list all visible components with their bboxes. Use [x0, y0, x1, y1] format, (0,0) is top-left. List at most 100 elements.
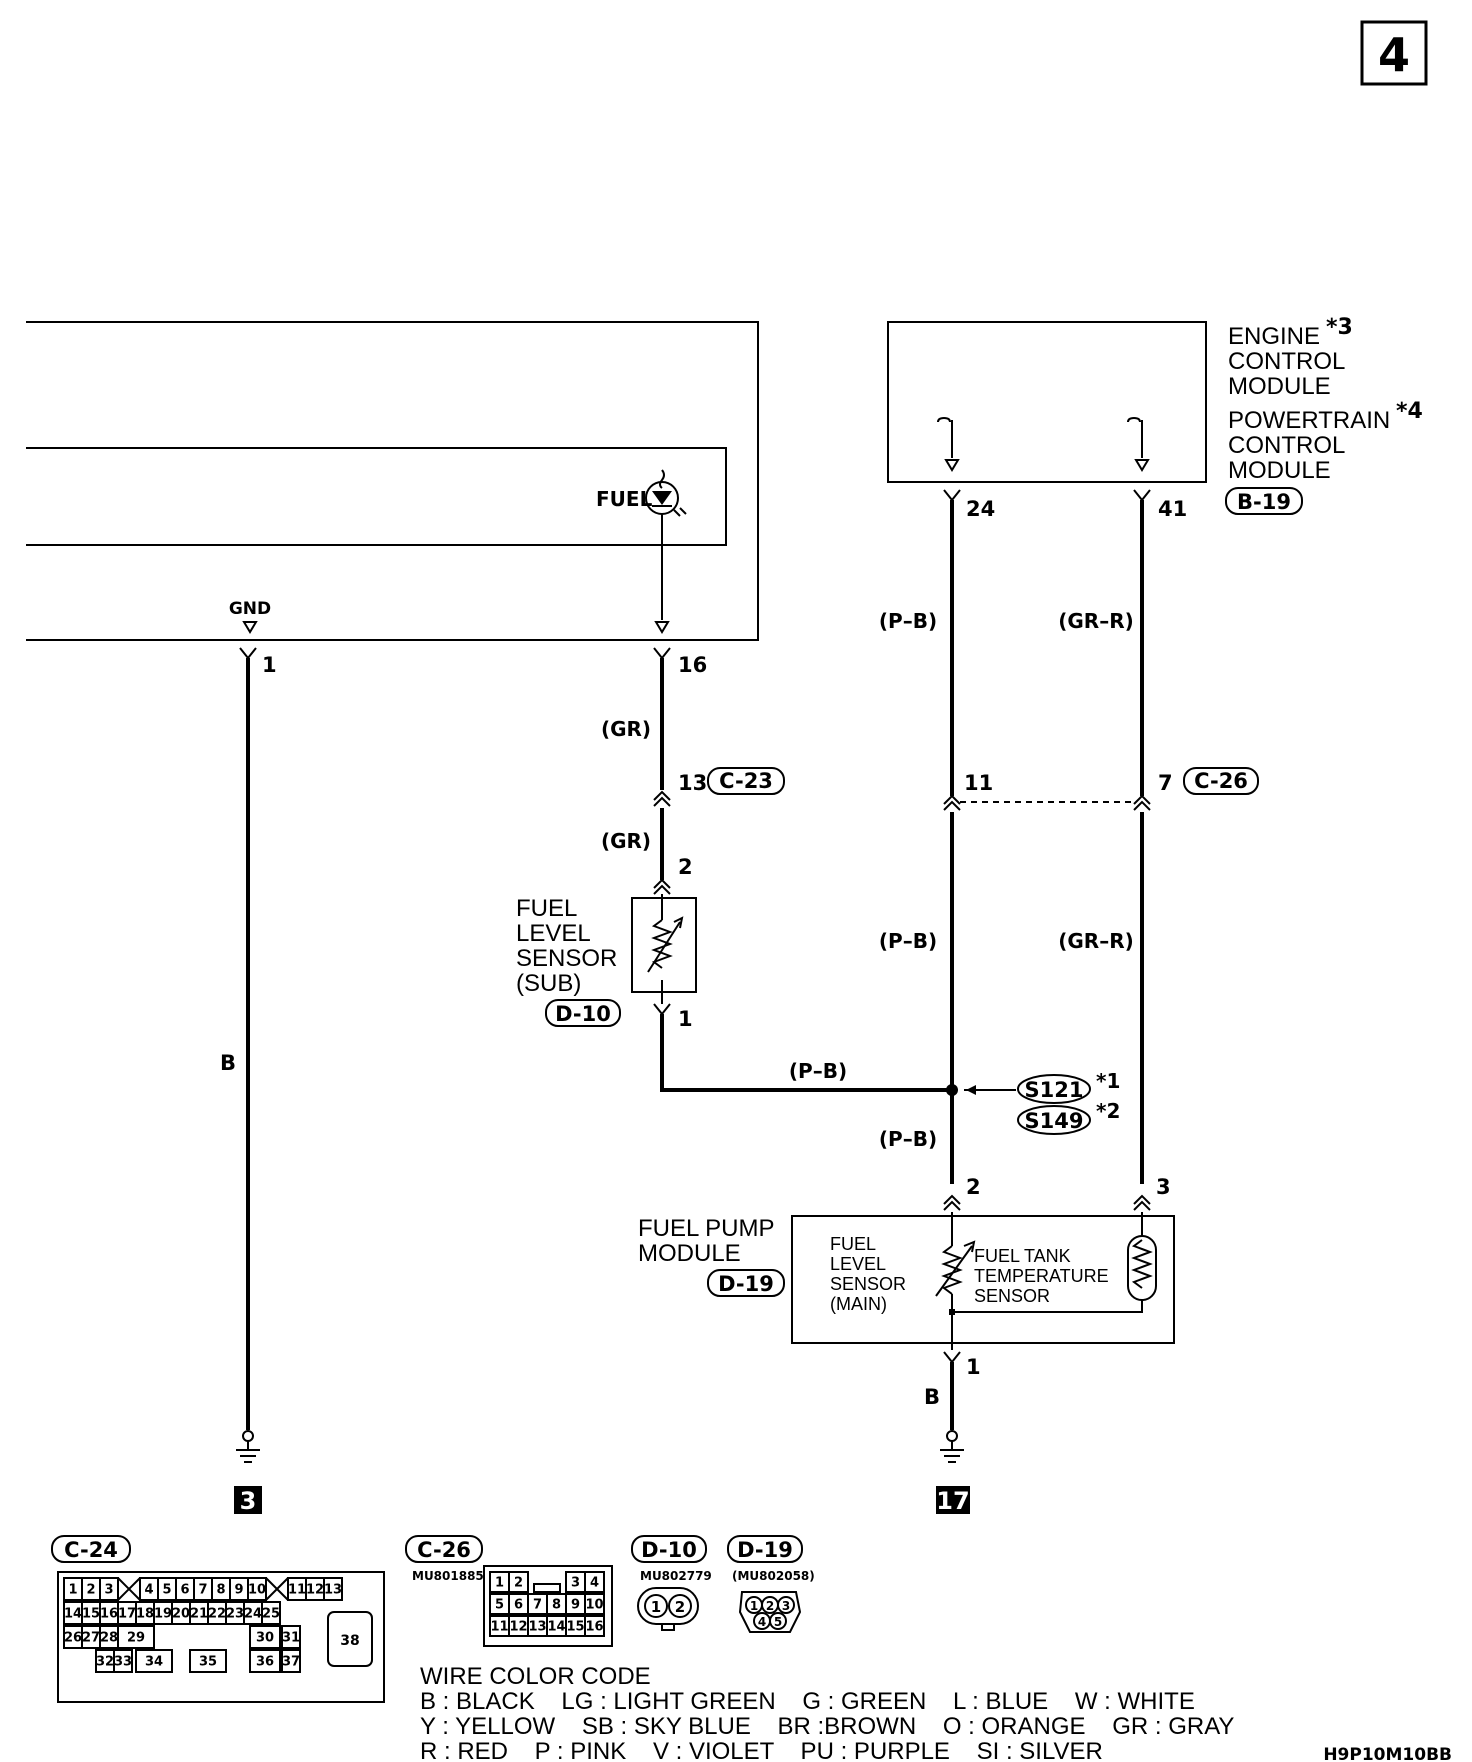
ground-point-left: 3: [240, 1487, 257, 1515]
connector-view-d10: D-10 MU802779 1 2: [631, 1535, 712, 1631]
pin-number: 5: [162, 1583, 171, 1598]
wire-color-b-left: B: [220, 1051, 236, 1075]
pin-number: 1: [68, 1583, 77, 1598]
pin-cell: [584, 1571, 605, 1593]
c26-pin-11: 11: [964, 771, 993, 795]
svg-text:MODULE: MODULE: [1228, 457, 1331, 484]
pb-wire-sub-to-splice: (P–B): [660, 1014, 952, 1092]
pin-number: 2: [86, 1583, 95, 1598]
c23-connector-tag: C-23: [707, 767, 785, 795]
wire-color-grr-1: (GR–R): [1058, 609, 1134, 633]
wire-color-pb-1: (P–B): [879, 609, 937, 633]
page-number-box: 4: [1360, 20, 1428, 86]
b19-connector-tag: B-19: [1225, 487, 1303, 515]
pin-gnd: 1: [262, 653, 277, 677]
svg-text:(SUB): (SUB): [516, 970, 581, 997]
pin-number: 29: [127, 1631, 145, 1646]
ground-symbol-left: [236, 1430, 260, 1463]
svg-text:D-10: D-10: [555, 1002, 611, 1026]
c23-pin: 13: [678, 771, 707, 795]
svg-text:FUEL: FUEL: [830, 1234, 876, 1254]
svg-text:C-26: C-26: [417, 1538, 471, 1562]
svg-text:ENGINE: ENGINE: [1228, 323, 1320, 350]
svg-text:CONTROL: CONTROL: [1228, 432, 1345, 459]
wire-color-pb-2: (P–B): [879, 929, 937, 953]
svg-text:LEVEL: LEVEL: [516, 920, 591, 947]
pin-number: 10: [585, 1598, 603, 1613]
document-code: H9P10M10BB: [1323, 1745, 1452, 1762]
fuel-signal-wire: 16 (GR) 13 C-23 (GR) 2: [601, 647, 785, 895]
pin-number: 32: [96, 1655, 114, 1670]
pin-number: 11: [490, 1620, 508, 1635]
legend-line-1: B : BLACK LG : LIGHT GREEN G : GREEN L :…: [420, 1688, 1195, 1715]
pin-cell: [281, 1625, 301, 1649]
svg-text:MU801885: MU801885: [412, 1569, 484, 1583]
pin-number: 12: [306, 1583, 324, 1598]
pb-wire-ecm: 24 (P–B) 11 (P–B) (P–B): [879, 489, 995, 1184]
pin-number: 11: [288, 1583, 306, 1598]
pin-number: 8: [552, 1598, 561, 1613]
pin-number: 33: [114, 1655, 132, 1670]
wire-color-grr-2: (GR–R): [1058, 929, 1134, 953]
svg-text:C-26: C-26: [1194, 769, 1248, 793]
svg-text:SENSOR: SENSOR: [974, 1286, 1050, 1306]
wire-color-gr-1: (GR): [601, 717, 651, 741]
legend-line-3: R : RED P : PINK V : VIOLET PU : PURPLE …: [420, 1738, 1103, 1762]
pin-cell: [249, 1625, 281, 1649]
pin-number: 16: [100, 1607, 118, 1622]
svg-text:1: 1: [750, 1599, 758, 1613]
ground-point-right: 17: [936, 1487, 969, 1515]
svg-text:SENSOR: SENSOR: [516, 945, 617, 972]
pin-cell: [247, 1577, 267, 1601]
ground-wire-left: 1 B 3: [220, 647, 277, 1515]
c26-pin-7: 7: [1158, 771, 1173, 795]
svg-text:CONTROL: CONTROL: [1228, 348, 1345, 375]
pin-number: 9: [571, 1598, 580, 1613]
pin-cell: [99, 1577, 119, 1601]
svg-text:C-23: C-23: [719, 769, 773, 793]
pin-number: 5: [495, 1598, 504, 1613]
c26-connector-tag: C-26: [1183, 767, 1259, 795]
splice-s121-note: *1: [1096, 1069, 1120, 1093]
svg-text:SENSOR: SENSOR: [830, 1274, 906, 1294]
pin-cell: [249, 1649, 281, 1673]
pin-number: 15: [566, 1620, 584, 1635]
pin-number: 3: [571, 1576, 580, 1591]
svg-text:(MAIN): (MAIN): [830, 1294, 887, 1314]
svg-text:FUEL: FUEL: [516, 895, 577, 922]
pin-number: 31: [282, 1631, 300, 1646]
pin-number: 6: [180, 1583, 189, 1598]
svg-text:TEMPERATURE: TEMPERATURE: [974, 1266, 1109, 1286]
pin-number: 22: [208, 1607, 226, 1622]
pin-number: 35: [199, 1655, 217, 1670]
pin-cell: [584, 1615, 605, 1637]
pin-number: 27: [82, 1631, 100, 1646]
sub-sensor-pin-top: 2: [678, 855, 693, 879]
pin-cell: [117, 1625, 155, 1649]
wire-color-pb-horizontal: (P–B): [789, 1059, 847, 1083]
grr-wire-ecm: 41 (GR–R) 7 C-26 (GR–R): [960, 489, 1259, 1184]
pin-cell: [281, 1649, 301, 1673]
pin-number: 1: [495, 1576, 504, 1591]
blank-cavity: [265, 1577, 289, 1601]
pin-number: 3: [104, 1583, 113, 1598]
splice-dot: [946, 1084, 958, 1096]
svg-text:POWERTRAIN: POWERTRAIN: [1228, 407, 1390, 434]
wire-color-gr-2: (GR): [601, 829, 651, 853]
connector-latch: [533, 1583, 561, 1593]
engine-control-module: ENGINE *3 CONTROL MODULE POWERTRAIN *4 C…: [887, 315, 1423, 515]
pin-number: 6: [514, 1598, 523, 1613]
gnd-label: GND: [229, 599, 271, 619]
pump-pin-1: 1: [966, 1355, 981, 1379]
pin-number: 36: [256, 1655, 274, 1670]
svg-text:2: 2: [766, 1599, 774, 1613]
legend-title: WIRE COLOR CODE: [420, 1663, 651, 1690]
svg-text:D-19: D-19: [718, 1272, 774, 1296]
svg-text:C-24: C-24: [64, 1538, 118, 1562]
pin-number: 28: [100, 1631, 118, 1646]
svg-text:*3: *3: [1326, 315, 1353, 340]
svg-text:MU802779: MU802779: [640, 1569, 712, 1583]
